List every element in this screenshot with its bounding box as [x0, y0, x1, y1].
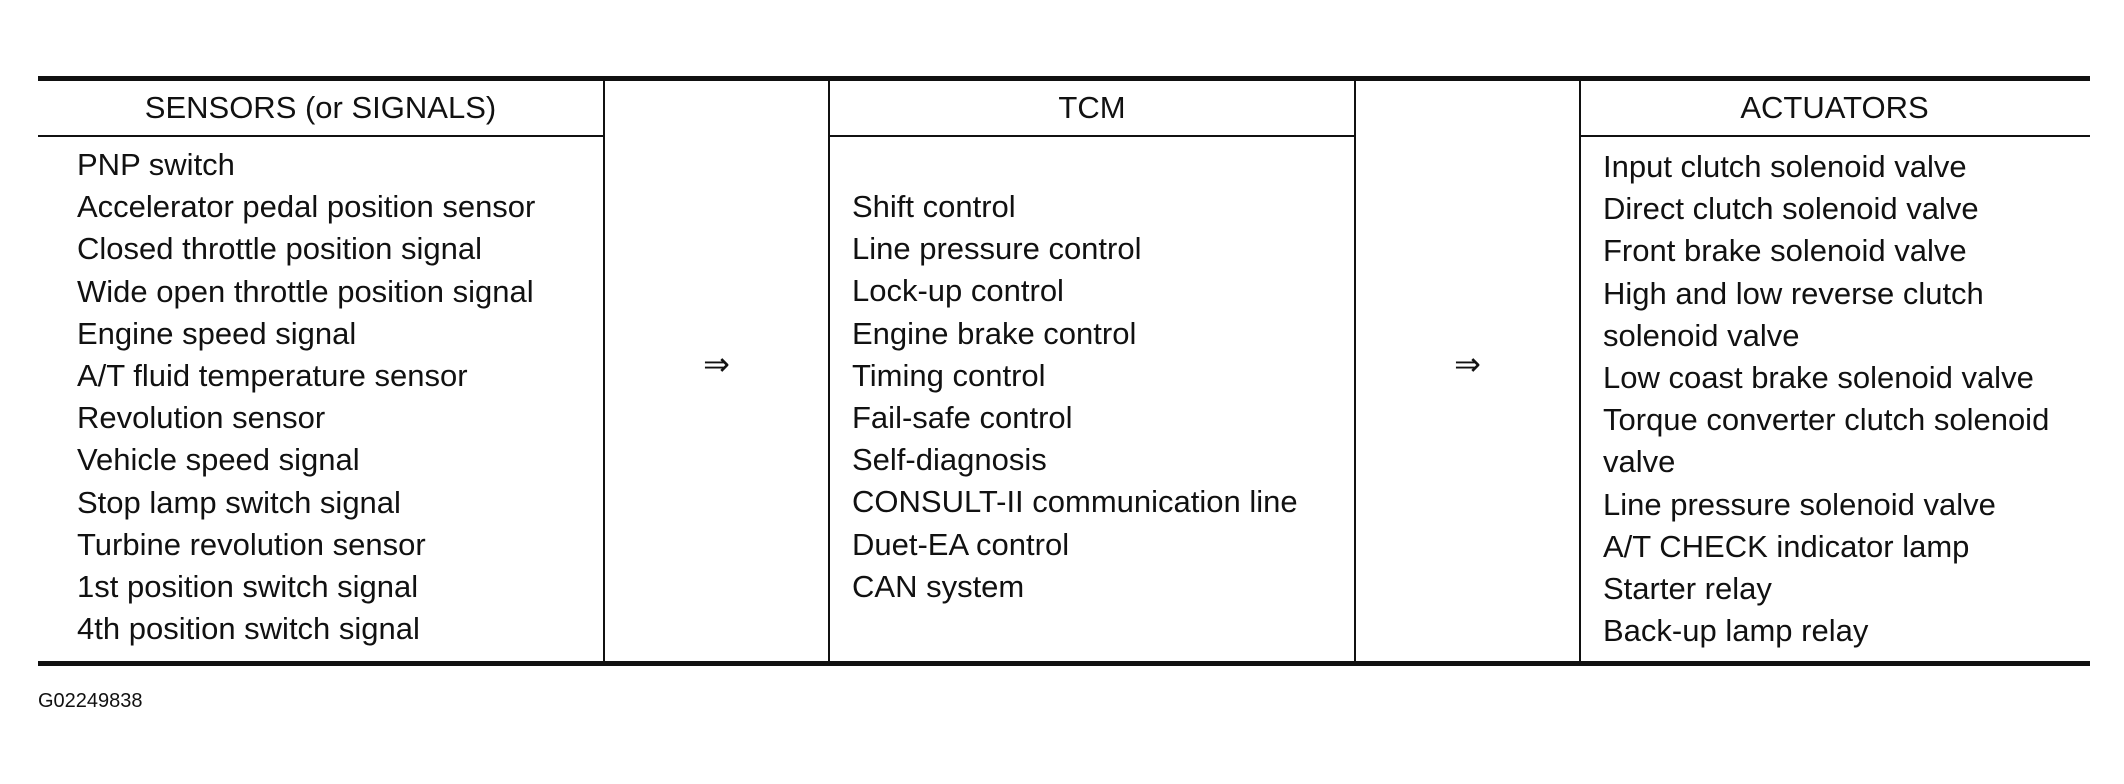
tcm-item: Fail-safe control [852, 399, 1073, 435]
actuator-item: Direct clutch solenoid valve [1603, 191, 1979, 227]
tcm-item: Engine brake control [852, 315, 1137, 351]
tcm-item: Shift control [852, 189, 1016, 224]
tcm-header: TCM [1058, 90, 1126, 125]
tcm-item: CAN system [852, 568, 1025, 604]
actuators-header: ACTUATORS [1740, 90, 1929, 125]
actuator-item: Front brake solenoid valve [1603, 233, 1967, 269]
tcm-header-rule [828, 135, 1356, 137]
actuators-header-rule [1579, 135, 2090, 137]
sensors-header-rule [38, 135, 603, 137]
sensor-item: Stop lamp switch signal [77, 484, 401, 520]
tcm-item: CONSULT-II communication line [852, 484, 1298, 520]
sensor-item: Accelerator pedal position sensor [77, 189, 536, 225]
actuator-item: valve [1603, 444, 1676, 480]
actuator-item: solenoid valve [1603, 317, 1800, 353]
sensor-item: Turbine revolution sensor [77, 526, 426, 562]
bottom-rule [38, 661, 2090, 666]
tcm-io-diagram: SENSORS (or SIGNALS) PNP switch Accelera… [38, 76, 2090, 666]
actuators-left-border [1579, 80, 1581, 662]
tcm-item: Self-diagnosis [852, 442, 1047, 478]
sensors-right-border [603, 80, 605, 662]
actuator-item: Back-up lamp relay [1603, 613, 1869, 649]
tcm-item: Timing control [852, 357, 1046, 393]
actuator-item: A/T CHECK indicator lamp [1603, 528, 1970, 564]
sensor-item: Wide open throttle position signal [77, 273, 534, 309]
sensor-item: Engine speed signal [77, 315, 357, 351]
sensor-item: 4th position switch signal [77, 611, 420, 647]
tcm-item: Line pressure control [852, 231, 1142, 267]
sensor-item: Vehicle speed signal [77, 442, 360, 478]
tcm-item: Duet-EA control [852, 526, 1070, 562]
actuator-item: Low coast brake solenoid valve [1603, 359, 2034, 395]
actuators-list: Input clutch solenoid valve Direct clutc… [1603, 146, 2049, 652]
figure-code: G02249838 [38, 690, 143, 712]
tcm-item: Lock-up control [852, 273, 1064, 309]
tcm-list: Shift control Line pressure control Lock… [852, 186, 1298, 608]
tcm-left-border [828, 80, 830, 662]
sensor-item: PNP switch [77, 147, 235, 182]
sensor-item: 1st position switch signal [77, 568, 419, 604]
sensors-header: SENSORS (or SIGNALS) [144, 90, 497, 125]
actuator-item: Input clutch solenoid valve [1603, 149, 1967, 184]
actuator-item: Torque converter clutch solenoid [1603, 402, 2050, 438]
actuator-item: Starter relay [1603, 570, 1772, 606]
arrow-sensors-to-tcm-icon: ⇒ [703, 345, 730, 383]
sensor-item: A/T fluid temperature sensor [77, 357, 468, 393]
sensor-item: Closed throttle position signal [77, 231, 482, 267]
actuator-item: High and low reverse clutch [1603, 275, 1984, 311]
top-rule [38, 76, 2090, 81]
tcm-right-border [1354, 80, 1356, 662]
sensors-list: PNP switch Accelerator pedal position se… [77, 144, 535, 650]
sensor-item: Revolution sensor [77, 400, 326, 436]
arrow-tcm-to-actuators-icon: ⇒ [1454, 345, 1481, 383]
actuator-item: Line pressure solenoid valve [1603, 486, 1996, 522]
